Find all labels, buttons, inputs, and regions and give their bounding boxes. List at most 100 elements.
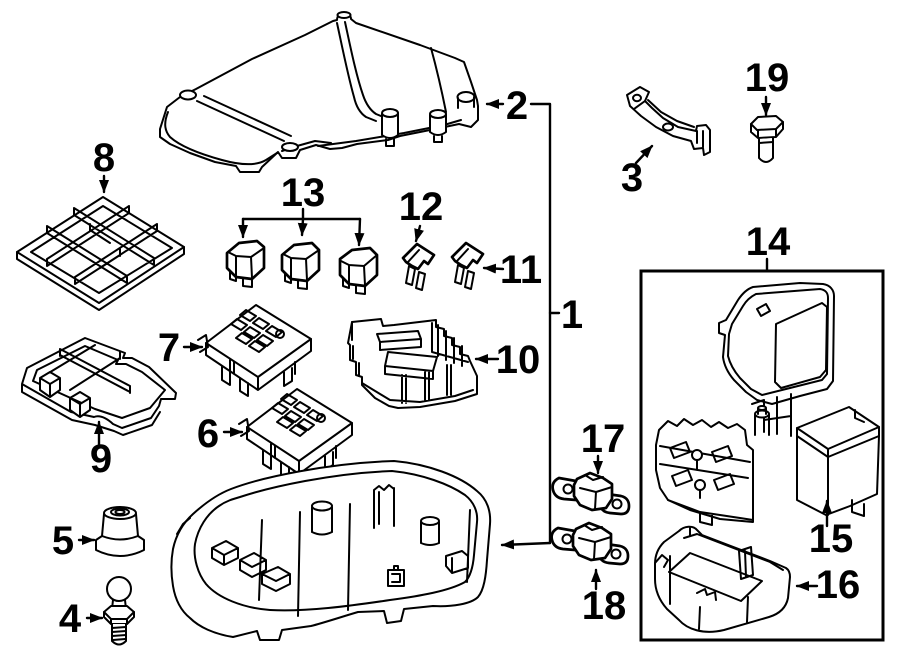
- tray9-skirt: [21, 384, 161, 436]
- bolt4-ball: [106, 576, 132, 602]
- relay-3: [338, 246, 379, 288]
- cover-silhouette: [159, 12, 479, 173]
- housing-post-1: [311, 500, 333, 512]
- housing-post-2: [420, 516, 440, 526]
- fuse12-legs: [405, 265, 426, 291]
- callout-3-label[interactable]: 3: [621, 156, 643, 200]
- housing-inner-rim: [193, 470, 479, 612]
- tray9-post-1: [39, 371, 61, 398]
- block10-details: [351, 321, 474, 404]
- callout-11[interactable]: 11: [482, 248, 542, 292]
- tray9-top: [21, 337, 177, 429]
- cover-post-a: [381, 112, 399, 139]
- callout-6-label[interactable]: 6: [197, 412, 219, 456]
- callout-19[interactable]: 19: [745, 56, 790, 117]
- callout-18-label[interactable]: 18: [582, 584, 627, 628]
- callout-15[interactable]: 15: [809, 499, 854, 561]
- callout-8-label[interactable]: 8: [93, 136, 115, 180]
- callout-14[interactable]: 14: [746, 220, 791, 272]
- cover-right-knob: [456, 91, 476, 103]
- callout-5-label[interactable]: 5: [52, 519, 74, 563]
- callout-9[interactable]: 9: [90, 420, 112, 481]
- fuse-grid-part-8: [16, 196, 185, 311]
- callout-12-label[interactable]: 12: [399, 185, 444, 229]
- fusible-link-part-18: [550, 521, 630, 566]
- housing-details: [176, 484, 471, 617]
- fuse11-legs: [454, 264, 475, 290]
- callout-17[interactable]: 17: [581, 417, 626, 475]
- tray9-walls: [32, 344, 166, 419]
- p15-pin-1: [691, 449, 703, 461]
- p15-right-box: [796, 406, 880, 516]
- callout-2[interactable]: 2: [485, 84, 528, 128]
- callout-2-label[interactable]: 2: [506, 84, 528, 128]
- callout-15-label[interactable]: 15: [809, 517, 854, 561]
- callout-13-arrow-b: [297, 217, 308, 237]
- callout-17-label[interactable]: 17: [581, 417, 626, 461]
- relay-plate-part-7: [197, 304, 312, 397]
- p15-right-box-details: [796, 409, 880, 517]
- callout-13-arrow-c: [354, 217, 365, 247]
- fuse-part-12: [401, 242, 436, 291]
- bracket3-hole-2: [662, 122, 674, 132]
- bolt19-head: [750, 115, 784, 131]
- callout-11-label[interactable]: 11: [500, 248, 542, 292]
- callout-9-label[interactable]: 9: [90, 437, 112, 481]
- plate6-hole: [316, 413, 326, 423]
- callout-10-label[interactable]: 10: [496, 338, 541, 382]
- callout-16-label[interactable]: 16: [816, 563, 861, 607]
- cover-post-c: [281, 142, 299, 152]
- p16-details: [654, 527, 784, 630]
- callout-4-label[interactable]: 4: [59, 597, 82, 641]
- p15-pin-2: [694, 479, 706, 491]
- bolt19-shank: [758, 137, 774, 163]
- bolt-part-4: [103, 576, 135, 646]
- grommet-part-5: [95, 506, 145, 557]
- callout-1[interactable]: 1: [500, 102, 583, 550]
- callout-8[interactable]: 8: [93, 136, 115, 194]
- fuse11-body: [450, 241, 485, 270]
- callout-11-arrow: [482, 263, 505, 274]
- grommet-flange: [95, 535, 145, 557]
- tray8-skirt: [16, 246, 185, 311]
- callout-16[interactable]: 16: [795, 563, 861, 607]
- callout-13[interactable]: 13: [238, 171, 365, 247]
- cover-detail-lines: [164, 21, 462, 166]
- plate7-hole: [275, 329, 285, 339]
- callout-10[interactable]: 10: [474, 338, 541, 382]
- cover-left-knob: [179, 89, 197, 101]
- tray9-post-2: [69, 391, 91, 418]
- callout-1-label[interactable]: 1: [561, 293, 583, 337]
- plate7-sides: [197, 334, 312, 397]
- callout-14-label[interactable]: 14: [746, 220, 791, 264]
- relay-1: [225, 239, 266, 281]
- fusible-link-part-17: [551, 471, 631, 516]
- fuse-part-11: [450, 241, 485, 290]
- p15-left-block-details: [659, 441, 754, 526]
- callout-5[interactable]: 5: [52, 519, 96, 563]
- cover-post-b: [429, 113, 447, 136]
- bracket-part-3: [626, 86, 711, 156]
- callout-3[interactable]: 3: [621, 144, 654, 200]
- fuse12-body: [401, 242, 436, 271]
- callout-12-arrow: [414, 224, 424, 243]
- housing-part-1: [170, 460, 492, 641]
- callout-6[interactable]: 6: [197, 412, 244, 456]
- relay-2: [280, 241, 321, 283]
- callout-19-label[interactable]: 19: [745, 56, 790, 100]
- callout-18[interactable]: 18: [582, 568, 627, 628]
- callout-7[interactable]: 7: [158, 326, 204, 370]
- bolt-part-19: [750, 115, 784, 163]
- cover-tray-part-16: [654, 525, 791, 633]
- callout-13-label[interactable]: 13: [281, 171, 326, 215]
- callout-7-label[interactable]: 7: [158, 326, 180, 370]
- fuse-grid-part-9: [21, 337, 177, 436]
- bracket-assembly-part-15: [655, 282, 880, 526]
- detail-box-part-14: [639, 269, 885, 642]
- callout-4[interactable]: 4: [59, 597, 104, 641]
- callout-12[interactable]: 12: [399, 185, 444, 243]
- tray8-top: [16, 196, 185, 304]
- tray8-walls: [30, 205, 173, 294]
